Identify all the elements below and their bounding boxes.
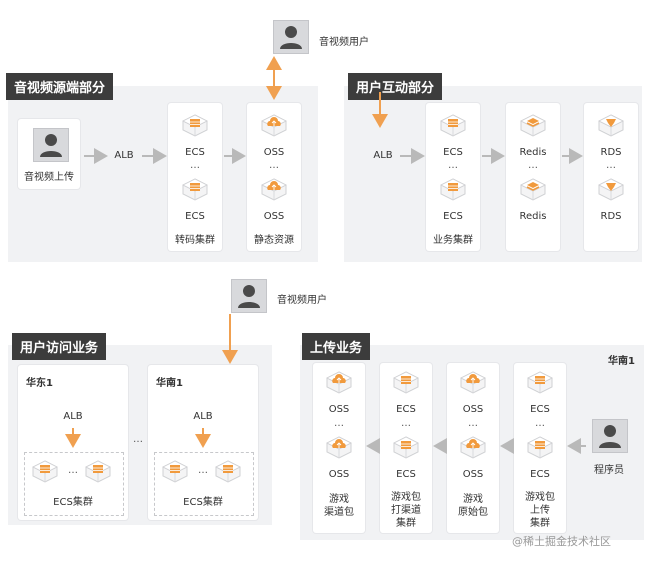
- col4-top-label: ECS: [530, 404, 550, 415]
- ecs-icon: [439, 114, 467, 142]
- ecs-icon: [526, 436, 554, 464]
- alb-top-left: ALB: [114, 150, 134, 161]
- region-south-label: 华南1: [156, 378, 183, 389]
- ecs-bottom-label: ECS: [443, 211, 463, 222]
- ecs-icon: [181, 114, 209, 142]
- cluster-box-east: [24, 452, 124, 516]
- user-icon: [599, 425, 621, 448]
- section-title-interaction: 用户互动部分: [348, 73, 443, 100]
- avatar-programmer: [592, 419, 628, 453]
- uploader-label: 音视频上传: [24, 172, 74, 183]
- redis-icon: [519, 114, 547, 142]
- col4-group-label: 游戏包 上传 集群: [525, 492, 555, 529]
- section-title-media-source: 音视频源端部分: [6, 73, 114, 100]
- rds-icon: [597, 114, 625, 142]
- col1-bottom-label: OSS: [328, 469, 350, 480]
- ellipsis: …: [468, 418, 478, 429]
- col3-bottom-label: OSS: [462, 469, 484, 480]
- oss-icon: [325, 371, 353, 399]
- avatar-mid-user: [231, 279, 267, 313]
- ecs-bottom-label: ECS: [185, 211, 205, 222]
- ellipsis: …: [269, 160, 279, 171]
- rds-bottom-label: RDS: [600, 211, 622, 222]
- col2-group-label: 游戏包 打渠道 集群: [391, 492, 421, 529]
- oss-icon: [260, 114, 288, 142]
- redis-bottom-label: Redis: [519, 211, 547, 222]
- ellipsis: …: [68, 465, 78, 476]
- region-east-label: 华东1: [26, 378, 53, 389]
- ellipsis: …: [198, 465, 208, 476]
- redis-top-label: Redis: [519, 147, 547, 158]
- col4-bottom-label: ECS: [530, 469, 550, 480]
- ecs-icon: [31, 460, 59, 488]
- rds-icon: [597, 178, 625, 206]
- static-resources-label: 静态资源: [254, 235, 294, 246]
- cluster-east-label: ECS集群: [53, 497, 93, 508]
- cluster-box-south: [154, 452, 254, 516]
- section-title-access: 用户访问业务: [12, 333, 107, 360]
- redis-icon: [519, 178, 547, 206]
- ecs-icon: [526, 371, 554, 399]
- business-cluster-label: 业务集群: [433, 235, 473, 246]
- alb-top-right: ALB: [373, 150, 393, 161]
- col2-bottom-label: ECS: [396, 469, 416, 480]
- ecs-icon: [181, 178, 209, 206]
- ecs-icon: [161, 460, 189, 488]
- avatar-top-user: [273, 20, 309, 54]
- upload-region-label: 华南1: [608, 356, 635, 367]
- section-title-upload: 上传业务: [302, 333, 371, 360]
- oss-icon: [459, 436, 487, 464]
- top-user-label: 音视频用户: [319, 37, 369, 48]
- user-icon: [40, 134, 62, 157]
- oss-icon: [260, 178, 288, 206]
- ellipsis: …: [401, 418, 411, 429]
- oss-icon: [325, 436, 353, 464]
- watermark: @稀土掘金技术社区: [512, 535, 611, 548]
- ecs-icon: [392, 436, 420, 464]
- col2-top-label: ECS: [396, 404, 416, 415]
- oss-icon: [459, 371, 487, 399]
- alb-east: ALB: [63, 411, 83, 422]
- transcode-cluster-label: 转码集群: [175, 235, 215, 246]
- oss-top-label: OSS: [263, 147, 285, 158]
- oss-bottom-label: OSS: [263, 211, 285, 222]
- programmer-label: 程序员: [594, 465, 624, 476]
- alb-south: ALB: [193, 411, 213, 422]
- ellipsis: …: [334, 418, 344, 429]
- ellipsis: …: [133, 434, 143, 445]
- col3-top-label: OSS: [462, 404, 484, 415]
- ellipsis: …: [448, 160, 458, 171]
- ellipsis: …: [190, 160, 200, 171]
- ellipsis: …: [606, 160, 616, 171]
- cluster-south-label: ECS集群: [183, 497, 223, 508]
- col3-group-label: 游戏 原始包: [458, 494, 488, 518]
- ecs-top-label: ECS: [443, 147, 463, 158]
- ecs-icon: [439, 178, 467, 206]
- col1-group-label: 游戏 渠道包: [324, 494, 354, 518]
- ecs-icon: [84, 460, 112, 488]
- ecs-icon: [214, 460, 242, 488]
- user-icon: [280, 26, 302, 49]
- col1-top-label: OSS: [328, 404, 350, 415]
- ellipsis: …: [535, 418, 545, 429]
- ecs-top-label: ECS: [185, 147, 205, 158]
- mid-user-label: 音视频用户: [277, 295, 327, 306]
- user-icon: [238, 285, 260, 308]
- ecs-icon: [392, 371, 420, 399]
- avatar-uploader: [33, 128, 69, 162]
- rds-top-label: RDS: [600, 147, 622, 158]
- ellipsis: …: [528, 160, 538, 171]
